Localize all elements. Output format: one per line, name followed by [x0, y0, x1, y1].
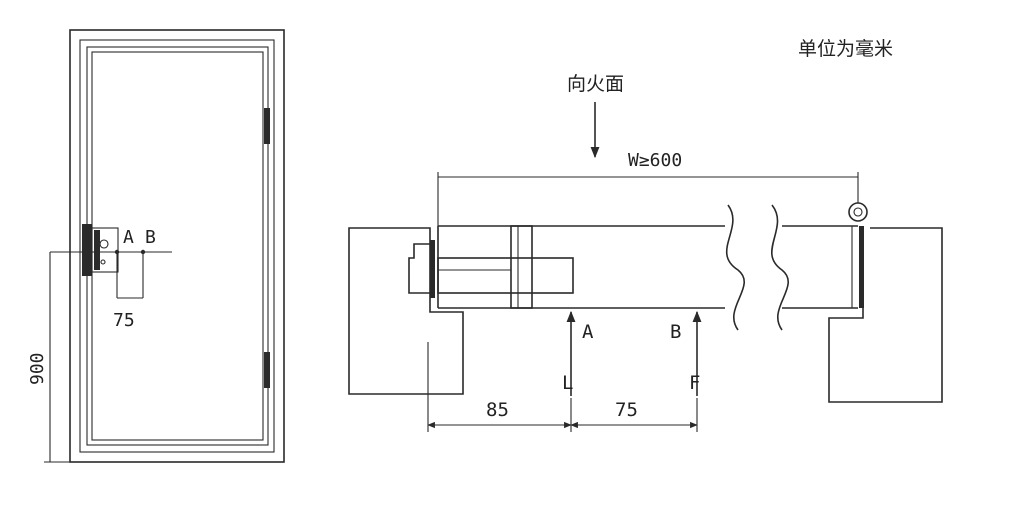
hinge-knuckle-icon — [848, 202, 868, 222]
hinge-upper — [264, 108, 270, 144]
lock-plate — [91, 227, 119, 273]
hinge-leaf — [859, 226, 864, 308]
left-wall — [348, 227, 464, 395]
latch-bolt — [437, 257, 574, 294]
door-frame-inner — [79, 39, 275, 453]
width-label: W≥600 — [628, 150, 682, 171]
door-leaf — [86, 46, 269, 446]
break-line-right — [771, 204, 789, 331]
unit-note: 单位为毫米 — [798, 38, 893, 60]
door-elevation: A B 75 900 — [27, 29, 285, 463]
right-wall — [828, 227, 943, 403]
hinge-lower — [264, 352, 270, 388]
section-point-a-label: A — [582, 321, 594, 343]
dim-75-label: 75 — [615, 399, 638, 421]
keyhole-icon — [100, 259, 106, 265]
elevation-point-a-label: A — [123, 227, 134, 248]
strike-plate — [430, 240, 435, 298]
elevation-spacing-label: 75 — [113, 310, 135, 331]
section-point-b-label: B — [670, 321, 681, 343]
dim-85-label: 85 — [486, 399, 509, 421]
break-line-left — [726, 204, 745, 331]
fire-side-label: 向火面 — [567, 73, 624, 95]
handle-icon — [99, 239, 109, 249]
door-section: 单位为毫米 向火面 W≥600 — [348, 38, 943, 432]
lock-case — [510, 225, 533, 309]
hinge-pin-icon — [853, 207, 863, 217]
lock-bolt — [94, 230, 100, 270]
lock-body — [82, 224, 92, 276]
section-arrow-l-label: L — [562, 372, 573, 394]
elevation-point-b-label: B — [145, 227, 156, 248]
section-arrow-f-label: F — [689, 372, 700, 394]
elevation-height-label: 900 — [27, 352, 48, 385]
door-frame-outer — [69, 29, 285, 463]
latch-pocket — [408, 243, 430, 294]
